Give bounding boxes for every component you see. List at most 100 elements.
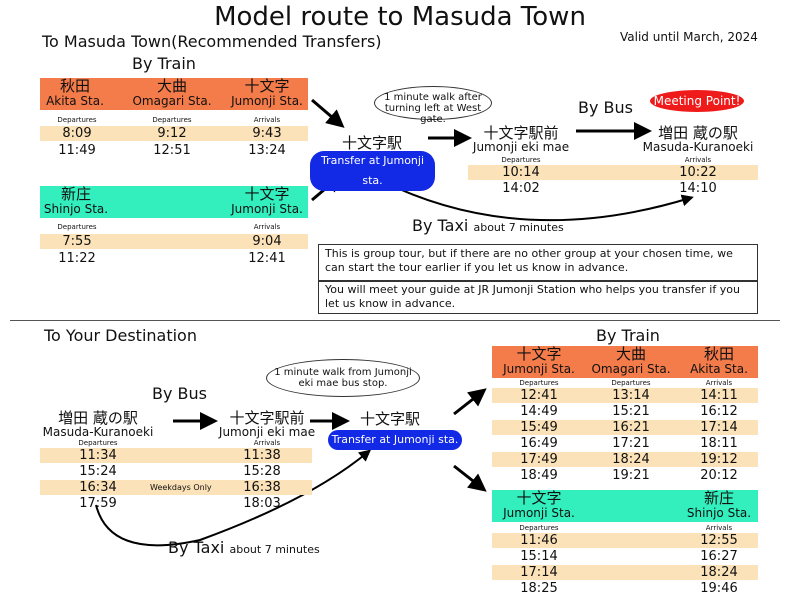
- group-tour-note: This is group tour, but if there are no …: [318, 244, 758, 282]
- label-departures: Departures: [519, 379, 559, 387]
- time-row: [492, 388, 758, 403]
- shinjo-route-header: [40, 186, 308, 218]
- return-heading: To Your Destination: [44, 326, 197, 345]
- label-departures: Departures: [57, 116, 97, 124]
- time-cell: 16:34: [79, 480, 117, 495]
- time-cell: 9:12: [157, 126, 187, 141]
- time-cell: 16:12: [700, 404, 738, 419]
- time-cell: 19:12: [700, 452, 738, 467]
- time-cell: 15:28: [243, 464, 281, 479]
- time-cell: 18:49: [520, 468, 558, 483]
- label-departures: Departures: [611, 379, 651, 387]
- label-arrivals: Arrivals: [253, 223, 281, 231]
- time-cell: 16:49: [520, 436, 558, 451]
- time-cell: 17:59: [79, 496, 117, 511]
- time-cell: 15:49: [520, 420, 558, 435]
- time-cell: 17:14: [700, 420, 738, 435]
- time-cell: 18:24: [700, 565, 738, 580]
- time-cell: 14:10: [679, 181, 717, 196]
- time-cell: 12:41: [520, 388, 558, 403]
- time-cell: 7:55: [62, 234, 92, 249]
- time-cell: 13:14: [612, 388, 650, 403]
- akita-return-header: [492, 346, 758, 378]
- shinjo-return-header: [492, 490, 758, 522]
- time-cell: 18:25: [520, 581, 558, 596]
- return-by-train: By Train: [596, 326, 660, 345]
- label-arrivals: Arrivals: [705, 379, 733, 387]
- return-by-bus: By Bus: [152, 384, 207, 403]
- outbound-by-taxi: By Taxi about 7 minutes: [412, 216, 564, 235]
- time-cell: 8:09: [62, 126, 92, 141]
- time-cell: 18:11: [700, 436, 738, 451]
- time-cell: 15:14: [520, 549, 558, 564]
- outbound-heading: To Masuda Town(Recommended Transfers): [42, 32, 382, 51]
- time-cell: 11:49: [58, 143, 96, 158]
- time-row: [40, 234, 308, 249]
- time-cell: 11:22: [58, 251, 96, 266]
- time-cell: 18:03: [243, 496, 281, 511]
- time-row: [492, 420, 758, 435]
- time-cell: 18:24: [612, 452, 650, 467]
- time-row: [40, 448, 312, 463]
- time-cell: 11:34: [79, 448, 117, 463]
- time-cell: 12:51: [153, 143, 191, 158]
- page-title: Model route to Masuda Town: [214, 2, 586, 32]
- time-row: [492, 533, 758, 548]
- return-by-taxi: By Taxi about 7 minutes: [168, 538, 320, 557]
- time-cell: 16:21: [612, 420, 650, 435]
- akita-route-header: [40, 78, 308, 110]
- time-cell: 16:38: [243, 480, 281, 495]
- time-cell: 10:14: [502, 165, 540, 180]
- time-row: [492, 452, 758, 467]
- time-row: [492, 565, 758, 580]
- transfer-badge: Transfer at Jumonji sta.: [328, 430, 462, 450]
- time-cell: 12:55: [700, 533, 738, 548]
- time-cell: 15:21: [612, 404, 650, 419]
- label-arrivals: Arrivals: [253, 439, 281, 447]
- time-cell: 15:24: [79, 464, 117, 479]
- time-cell: 19:21: [612, 468, 650, 483]
- section-divider: [10, 320, 780, 321]
- time-cell: 9:43: [252, 126, 282, 141]
- weekdays-only-note: Weekdays Only: [150, 483, 212, 492]
- time-cell: 12:41: [248, 251, 286, 266]
- time-cell: 16:27: [700, 549, 738, 564]
- time-cell: 17:21: [612, 436, 650, 451]
- transfer-badge: Transfer at Jumonji sta.: [310, 151, 435, 191]
- label-departures: Departures: [501, 156, 541, 164]
- label-arrivals: Arrivals: [684, 156, 712, 164]
- time-cell: 13:24: [248, 143, 286, 158]
- valid-until: Valid until March, 2024: [620, 30, 758, 44]
- outbound-by-bus: By Bus: [578, 98, 633, 117]
- walk-note-bubble: 1 minute walk after turning left at West…: [374, 86, 492, 125]
- time-cell: 17:14: [520, 565, 558, 580]
- outbound-by-train: By Train: [132, 54, 196, 73]
- time-cell: 10:22: [679, 165, 717, 180]
- time-cell: 11:38: [243, 448, 281, 463]
- time-cell: 11:46: [520, 533, 558, 548]
- time-cell: 14:11: [700, 388, 738, 403]
- time-row: [468, 165, 758, 180]
- guide-note: You will meet your guide at JR Jumonji S…: [318, 280, 758, 314]
- time-cell: 14:02: [502, 181, 540, 196]
- label-arrivals: Arrivals: [705, 524, 733, 532]
- label-departures: Departures: [78, 439, 118, 447]
- label-arrivals: Arrivals: [253, 116, 281, 124]
- time-row: [40, 126, 308, 141]
- time-cell: 17:49: [520, 452, 558, 467]
- meeting-point-badge: Meeting Point!: [650, 90, 744, 112]
- label-departures: Departures: [57, 223, 97, 231]
- time-cell: 9:04: [252, 234, 282, 249]
